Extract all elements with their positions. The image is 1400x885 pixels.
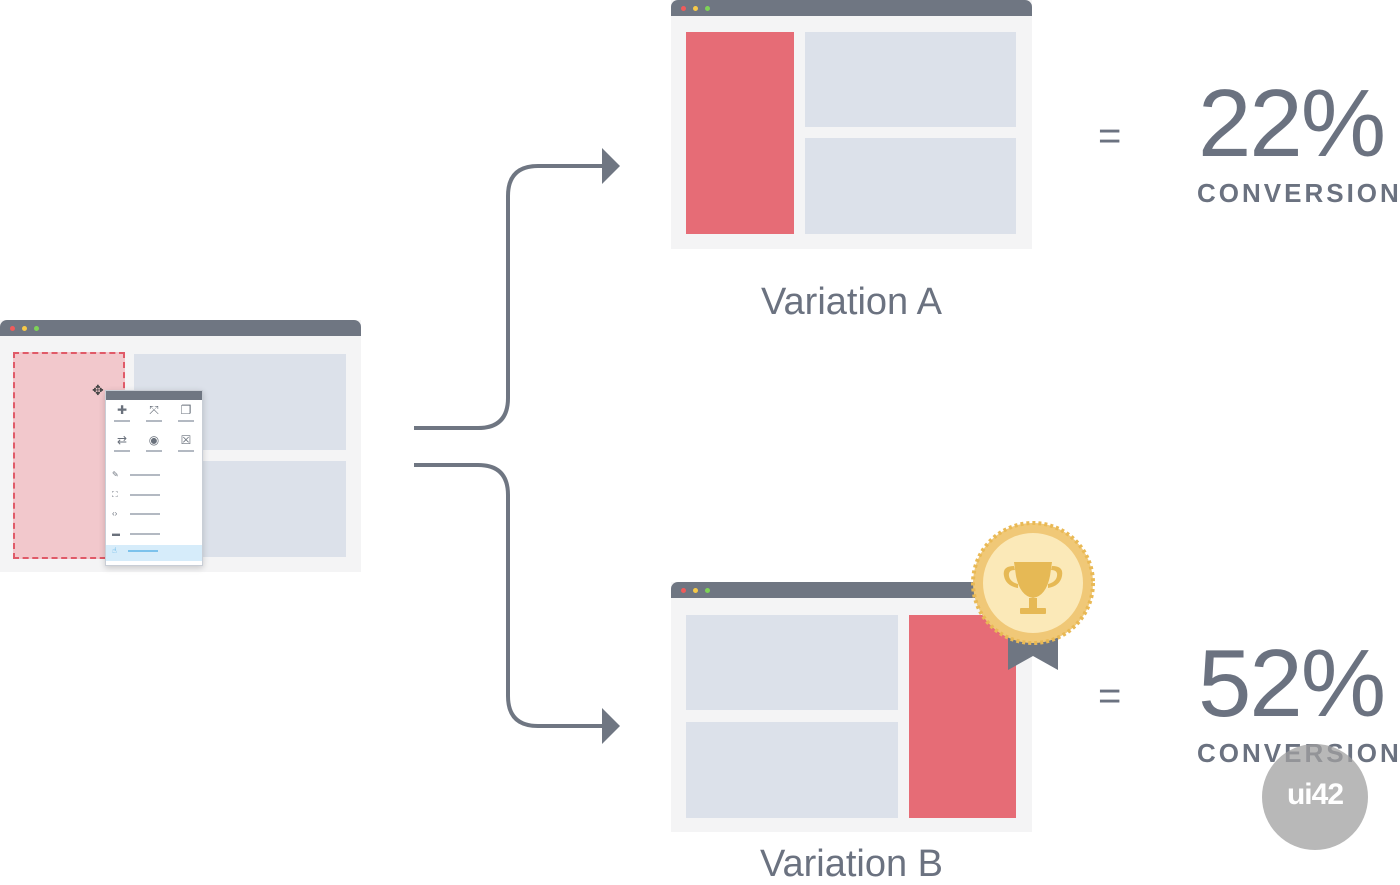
variation-b-equals: = [1098,674,1122,718]
rearrange-icon: ⇄ [116,433,128,447]
tool-label [146,450,162,452]
variation-a-label: Variation A [761,281,942,323]
edit-css-icon: ▬ [112,529,120,538]
item-label [130,494,160,496]
maximize-dot-icon [34,326,39,331]
clone-icon: ❐ [180,403,192,417]
close-dot-icon [681,588,686,593]
winner-badge [971,521,1095,670]
watermark-text: ui42 [1286,778,1344,811]
hero-block-right [909,615,1016,818]
arrow-to-variation-a [414,164,604,430]
track-clicks-icon: ☝ [112,546,117,555]
content-panel-bottom [805,138,1016,234]
window-title-bar [671,0,1032,16]
tool-label [146,420,162,422]
content-panel-top [805,32,1016,127]
rearrange-tool[interactable]: ⇄ [106,433,138,463]
watermark-logo: ui42 [1262,744,1368,850]
select-parent-icon: ⛶ [112,490,118,499]
remove-icon: ☒ [180,433,192,447]
resize-icon: ⤧ [149,403,159,417]
window-title-bar [671,582,1032,598]
item-label [128,550,158,552]
move-tool[interactable]: ✚ [106,403,138,433]
window-title-bar [0,320,361,336]
hide-tool[interactable]: ◉ [138,433,170,463]
close-dot-icon [681,6,686,11]
context-item-edit-text[interactable]: ✎ [112,469,196,483]
item-label [130,513,160,515]
context-menu-header [106,391,202,400]
minimize-dot-icon [22,326,27,331]
context-item-select-parent[interactable]: ⛶ [112,489,196,503]
edit-html-icon: ‹› [112,509,118,518]
remove-tool[interactable]: ☒ [170,433,202,463]
trophy-icon [1003,562,1063,614]
close-dot-icon [10,326,15,331]
move-cursor-icon: ✥ [92,382,104,398]
item-label [130,533,160,535]
variation-b-conversion-value: 52% [1198,630,1386,737]
item-label [130,474,160,476]
minimize-dot-icon [693,6,698,11]
variation-b-window [671,582,1032,832]
arrowhead-b [602,708,620,744]
tool-label [114,450,130,452]
editor-context-menu: ✚ ⤧ ❐ ⇄ ◉ ☒ ✎ ⛶ ‹› ▬ ☝ [105,390,203,566]
variation-a-conversion-value: 22% [1198,70,1386,177]
maximize-dot-icon [705,6,710,11]
tool-label [178,420,194,422]
editor-window: ✥ ✚ ⤧ ❐ ⇄ ◉ ☒ ✎ ⛶ ‹› ▬ ☝ [0,320,361,572]
arrowhead-a [602,148,620,184]
variation-b-label: Variation B [759,843,944,885]
hide-icon: ◉ [148,433,160,447]
context-item-track-clicks[interactable]: ☝ [106,545,202,561]
clone-tool[interactable]: ❐ [170,403,202,433]
move-icon: ✚ [116,403,128,417]
variation-a-window [671,0,1032,249]
tool-label [114,420,130,422]
tool-label [178,450,194,452]
maximize-dot-icon [705,588,710,593]
content-panel-top [686,615,898,710]
pencil-icon: ✎ [112,470,119,479]
variation-a-equals: = [1098,114,1122,158]
context-item-edit-css[interactable]: ▬ [112,528,196,542]
content-panel-bottom [686,722,898,818]
resize-tool[interactable]: ⤧ [138,403,170,433]
variation-a-conversion-label: CONVERSION [1197,178,1400,208]
hero-block-left [686,32,794,234]
context-item-edit-html[interactable]: ‹› [112,508,196,522]
minimize-dot-icon [693,588,698,593]
arrow-to-variation-b [414,463,604,728]
